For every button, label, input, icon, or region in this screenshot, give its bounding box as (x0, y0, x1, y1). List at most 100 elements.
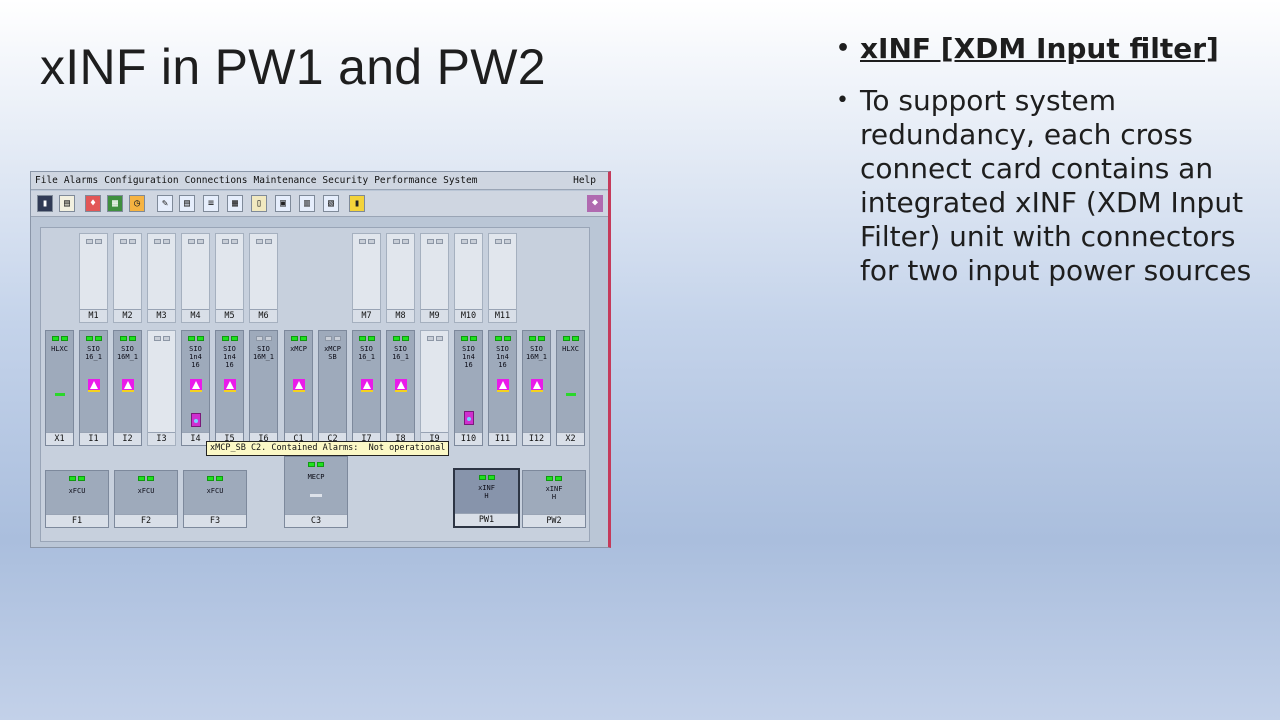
list-icon[interactable]: ≡ (203, 195, 219, 212)
bullet-list: xINF [XDM Input filter] To support syste… (836, 32, 1256, 306)
card-i6[interactable]: SIO 16M_1 I6 (249, 330, 278, 446)
clock-icon[interactable]: ◷ (129, 195, 145, 212)
slot-label: M11 (489, 309, 516, 322)
card-i2[interactable]: SIO 16M_1 I2 (113, 330, 142, 446)
menu-file[interactable]: File (35, 175, 58, 186)
menu-alarms[interactable]: Alarms (63, 175, 99, 186)
copy-icon[interactable]: ▣ (275, 195, 291, 212)
card-i5[interactable]: SIO 1n4 16 I5 (215, 330, 244, 446)
equipment-shelf: M1 M2 M3 M4 M5 M6 M7 M8 (40, 227, 590, 542)
card-c1[interactable]: xMCP C1 (284, 330, 313, 446)
document-icon[interactable]: ▤ (179, 195, 195, 212)
book-icon[interactable]: ◆ (587, 195, 603, 212)
slot-label: X2 (557, 432, 584, 445)
menu-security[interactable]: Security (322, 175, 369, 186)
card-i10[interactable]: SIO 1n4 16 I10 (454, 330, 483, 446)
slot-label: F3 (184, 514, 246, 527)
file-icon[interactable]: ▯ (251, 195, 267, 212)
slot-label: I1 (80, 432, 107, 445)
card-type: SIO 16M_1 (116, 345, 139, 361)
menu-performance[interactable]: Performance (374, 175, 438, 186)
slot-label: M5 (216, 309, 243, 322)
menu-maintenance[interactable]: Maintenance (253, 175, 317, 186)
menu-bar: File Alarms Configuration Connections Ma… (31, 172, 608, 190)
card-type: SIO 1n4 16 (496, 345, 509, 369)
card-i11[interactable]: SIO 1n4 16 I11 (488, 330, 517, 446)
bullet-heading: xINF [XDM Input filter] (836, 32, 1256, 66)
status-ok-indicator (565, 393, 576, 396)
card-f3[interactable]: xFCU F3 (183, 470, 247, 528)
alarm-bell-icon[interactable]: ♦ (85, 195, 101, 212)
menu-system[interactable]: System (443, 175, 478, 186)
card-pw2[interactable]: xINF H PW2 (522, 470, 586, 528)
lock-icon[interactable] (190, 413, 201, 427)
card-pw1[interactable]: xINF H PW1 (453, 468, 520, 528)
grid-icon[interactable]: ▦ (227, 195, 243, 212)
exit-icon[interactable]: ▮ (37, 195, 53, 212)
slot-label: I2 (114, 432, 141, 445)
menu-configuration[interactable]: Configuration (104, 175, 179, 186)
slot-m9[interactable]: M9 (420, 233, 449, 323)
chart-icon[interactable]: ▥ (299, 195, 315, 212)
card-type: xFCU (206, 487, 224, 495)
lock-icon[interactable] (463, 411, 474, 425)
card-type: xINF H (478, 484, 495, 500)
slot-label: M4 (182, 309, 209, 322)
tooltip: xMCP_SB C2. Contained Alarms: Not operat… (206, 441, 450, 456)
card-f1[interactable]: xFCU F1 (45, 470, 109, 528)
card-c3[interactable]: MECP C3 (284, 456, 348, 528)
card-type: xMCP (290, 345, 307, 353)
slot-m11[interactable]: M11 (488, 233, 517, 323)
menu-connections[interactable]: Connections (184, 175, 248, 186)
slot-m10[interactable]: M10 (454, 233, 483, 323)
slot-label: M10 (455, 309, 482, 322)
warning-icon[interactable] (496, 379, 509, 392)
door-icon[interactable]: ▮ (349, 195, 365, 212)
notes-icon[interactable]: ▤ (59, 195, 75, 212)
card-i4[interactable]: SIO 1n4 16 I4 (181, 330, 210, 446)
warning-icon[interactable] (189, 379, 202, 392)
warning-icon[interactable] (223, 379, 236, 392)
card-i8[interactable]: SIO 16_1 I8 (386, 330, 415, 446)
slot-label: I12 (523, 432, 550, 445)
network-map-icon[interactable]: ▦ (107, 195, 123, 212)
warning-icon[interactable] (87, 379, 100, 392)
menu-help[interactable]: Help (573, 175, 596, 186)
slot-label: PW1 (455, 513, 518, 526)
slot-label: M3 (148, 309, 175, 322)
card-x1[interactable]: HLXC X1 (45, 330, 74, 446)
warning-icon[interactable] (360, 379, 373, 392)
card-i7[interactable]: SIO 16_1 I7 (352, 330, 381, 446)
slot-label: M8 (387, 309, 414, 322)
card-c2[interactable]: xMCP SB C2 (318, 330, 347, 446)
slot-m8[interactable]: M8 (386, 233, 415, 323)
slot-label: PW2 (523, 514, 585, 527)
slot-i9[interactable]: I9 (420, 330, 449, 446)
card-i1[interactable]: SIO 16_1 I1 (79, 330, 108, 446)
slot-label: M2 (114, 309, 141, 322)
report-icon[interactable]: ▧ (323, 195, 339, 212)
warning-icon[interactable] (121, 379, 134, 392)
card-type: SIO 16_1 (85, 345, 102, 361)
slot-label: M7 (353, 309, 380, 322)
card-x2[interactable]: HLXC X2 (556, 330, 585, 446)
warning-icon[interactable] (394, 379, 407, 392)
toolbar: ▮ ▤ ♦ ▦ ◷ ✎ ▤ ≡ ▦ ▯ ▣ ▥ ▧ ▮ ◆ (31, 191, 608, 217)
warning-icon[interactable] (292, 379, 305, 392)
card-f2[interactable]: xFCU F2 (114, 470, 178, 528)
slot-m3[interactable]: M3 (147, 233, 176, 323)
card-type: SIO 1n4 16 (223, 345, 236, 369)
slot-m6[interactable]: M6 (249, 233, 278, 323)
slot-m1[interactable]: M1 (79, 233, 108, 323)
warning-icon[interactable] (530, 379, 543, 392)
slot-i3[interactable]: I3 (147, 330, 176, 446)
edit-icon[interactable]: ✎ (157, 195, 173, 212)
card-type: SIO 16_1 (358, 345, 375, 361)
card-type: xMCP SB (324, 345, 341, 361)
card-i12[interactable]: SIO 16M_1 I12 (522, 330, 551, 446)
slot-m4[interactable]: M4 (181, 233, 210, 323)
slot-m7[interactable]: M7 (352, 233, 381, 323)
slot-label: M6 (250, 309, 277, 322)
slot-m2[interactable]: M2 (113, 233, 142, 323)
slot-m5[interactable]: M5 (215, 233, 244, 323)
